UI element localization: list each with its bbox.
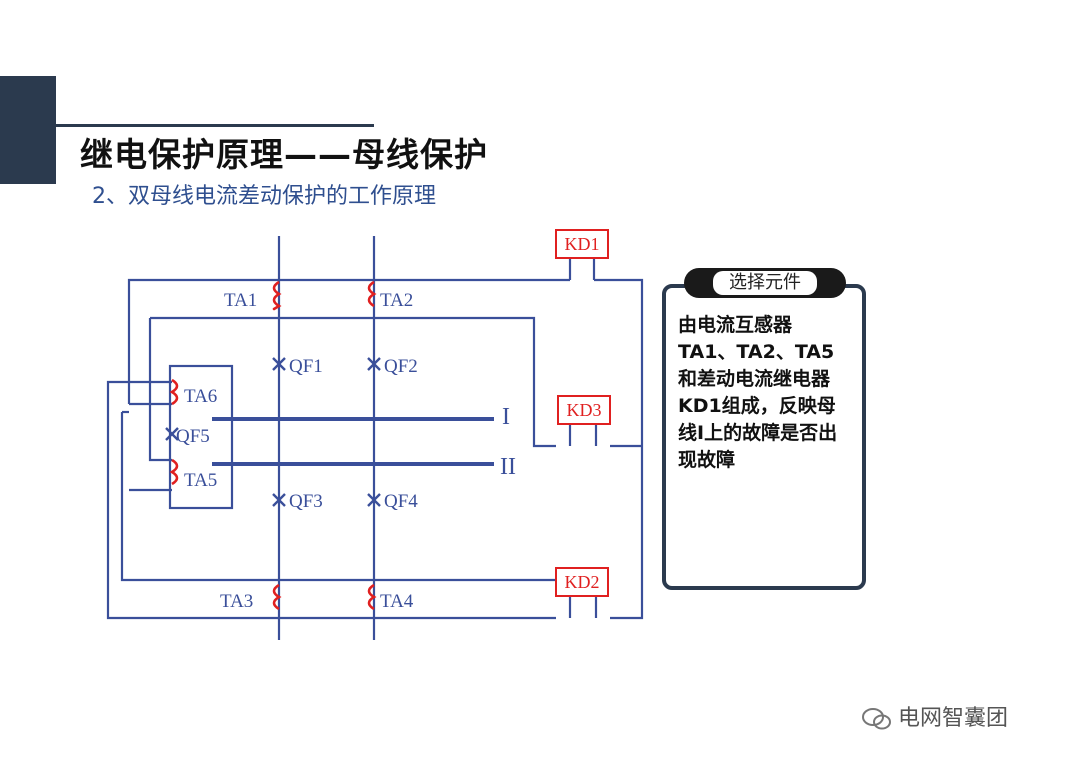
ta5-coil-icon <box>169 458 179 486</box>
explanation-card-tab: 选择元件 <box>684 268 846 298</box>
wechat-icon <box>862 708 891 730</box>
kd1-label: KD1 <box>565 234 600 254</box>
ta5-label: TA5 <box>184 470 217 491</box>
explanation-card <box>662 284 866 590</box>
side-accent-block <box>0 76 56 184</box>
kd1-loop-bottom <box>106 380 556 620</box>
ta3-coil-icon <box>272 583 282 611</box>
kd2-relay <box>555 567 609 597</box>
ta6-coil-icon <box>169 378 179 406</box>
title-rule <box>56 124 374 127</box>
ta4-label: TA4 <box>380 591 414 612</box>
qf4-label: QF4 <box>384 491 418 512</box>
page-subtitle: 2、双母线电流差动保护的工作原理 <box>92 184 436 209</box>
loop-left-inner <box>148 318 172 462</box>
kd2-label: KD2 <box>565 572 600 592</box>
footer-brand: 电网智囊团 <box>862 700 1008 732</box>
kd3-loop-top <box>150 316 556 448</box>
qf1-breaker-icon <box>272 357 286 371</box>
kd1-loop-top <box>127 278 570 404</box>
kd1-loop-right <box>594 278 644 620</box>
qf4-breaker-icon <box>367 493 381 507</box>
ta2-label: TA2 <box>380 290 413 311</box>
qf2-breaker-icon <box>367 357 381 371</box>
page-title: 继电保护原理——母线保护 <box>80 135 488 174</box>
ta1-label: TA1 <box>224 290 257 311</box>
footer-brand-label: 电网智囊团 <box>898 706 1009 731</box>
qf2-label: QF2 <box>384 356 418 377</box>
ta4-coil-icon <box>367 583 377 611</box>
explanation-card-tab-label: 选择元件 <box>713 271 817 295</box>
qf3-label: QF3 <box>289 491 323 512</box>
bus-2-label: II <box>500 454 516 480</box>
ta2-coil-icon <box>367 280 377 308</box>
qf1-label: QF1 <box>289 356 323 377</box>
ta6-label: TA6 <box>184 386 217 407</box>
kd3-relay <box>557 395 611 425</box>
kd2-loop-bottom <box>120 412 556 582</box>
bus-1-label: I <box>502 404 510 430</box>
kd1-relay <box>555 229 609 259</box>
qf5-label: QF5 <box>176 426 210 447</box>
qf5-breaker-icon <box>165 427 179 441</box>
ta1-coil-icon <box>272 280 282 311</box>
kd3-label: KD3 <box>567 400 602 420</box>
explanation-text: 由电流互感器TA1、TA2、TA5和差动电流继电器KD1组成，反映母线Ⅰ上的故障… <box>678 314 838 471</box>
qf3-breaker-icon <box>272 493 286 507</box>
ta3-label: TA3 <box>220 591 253 612</box>
